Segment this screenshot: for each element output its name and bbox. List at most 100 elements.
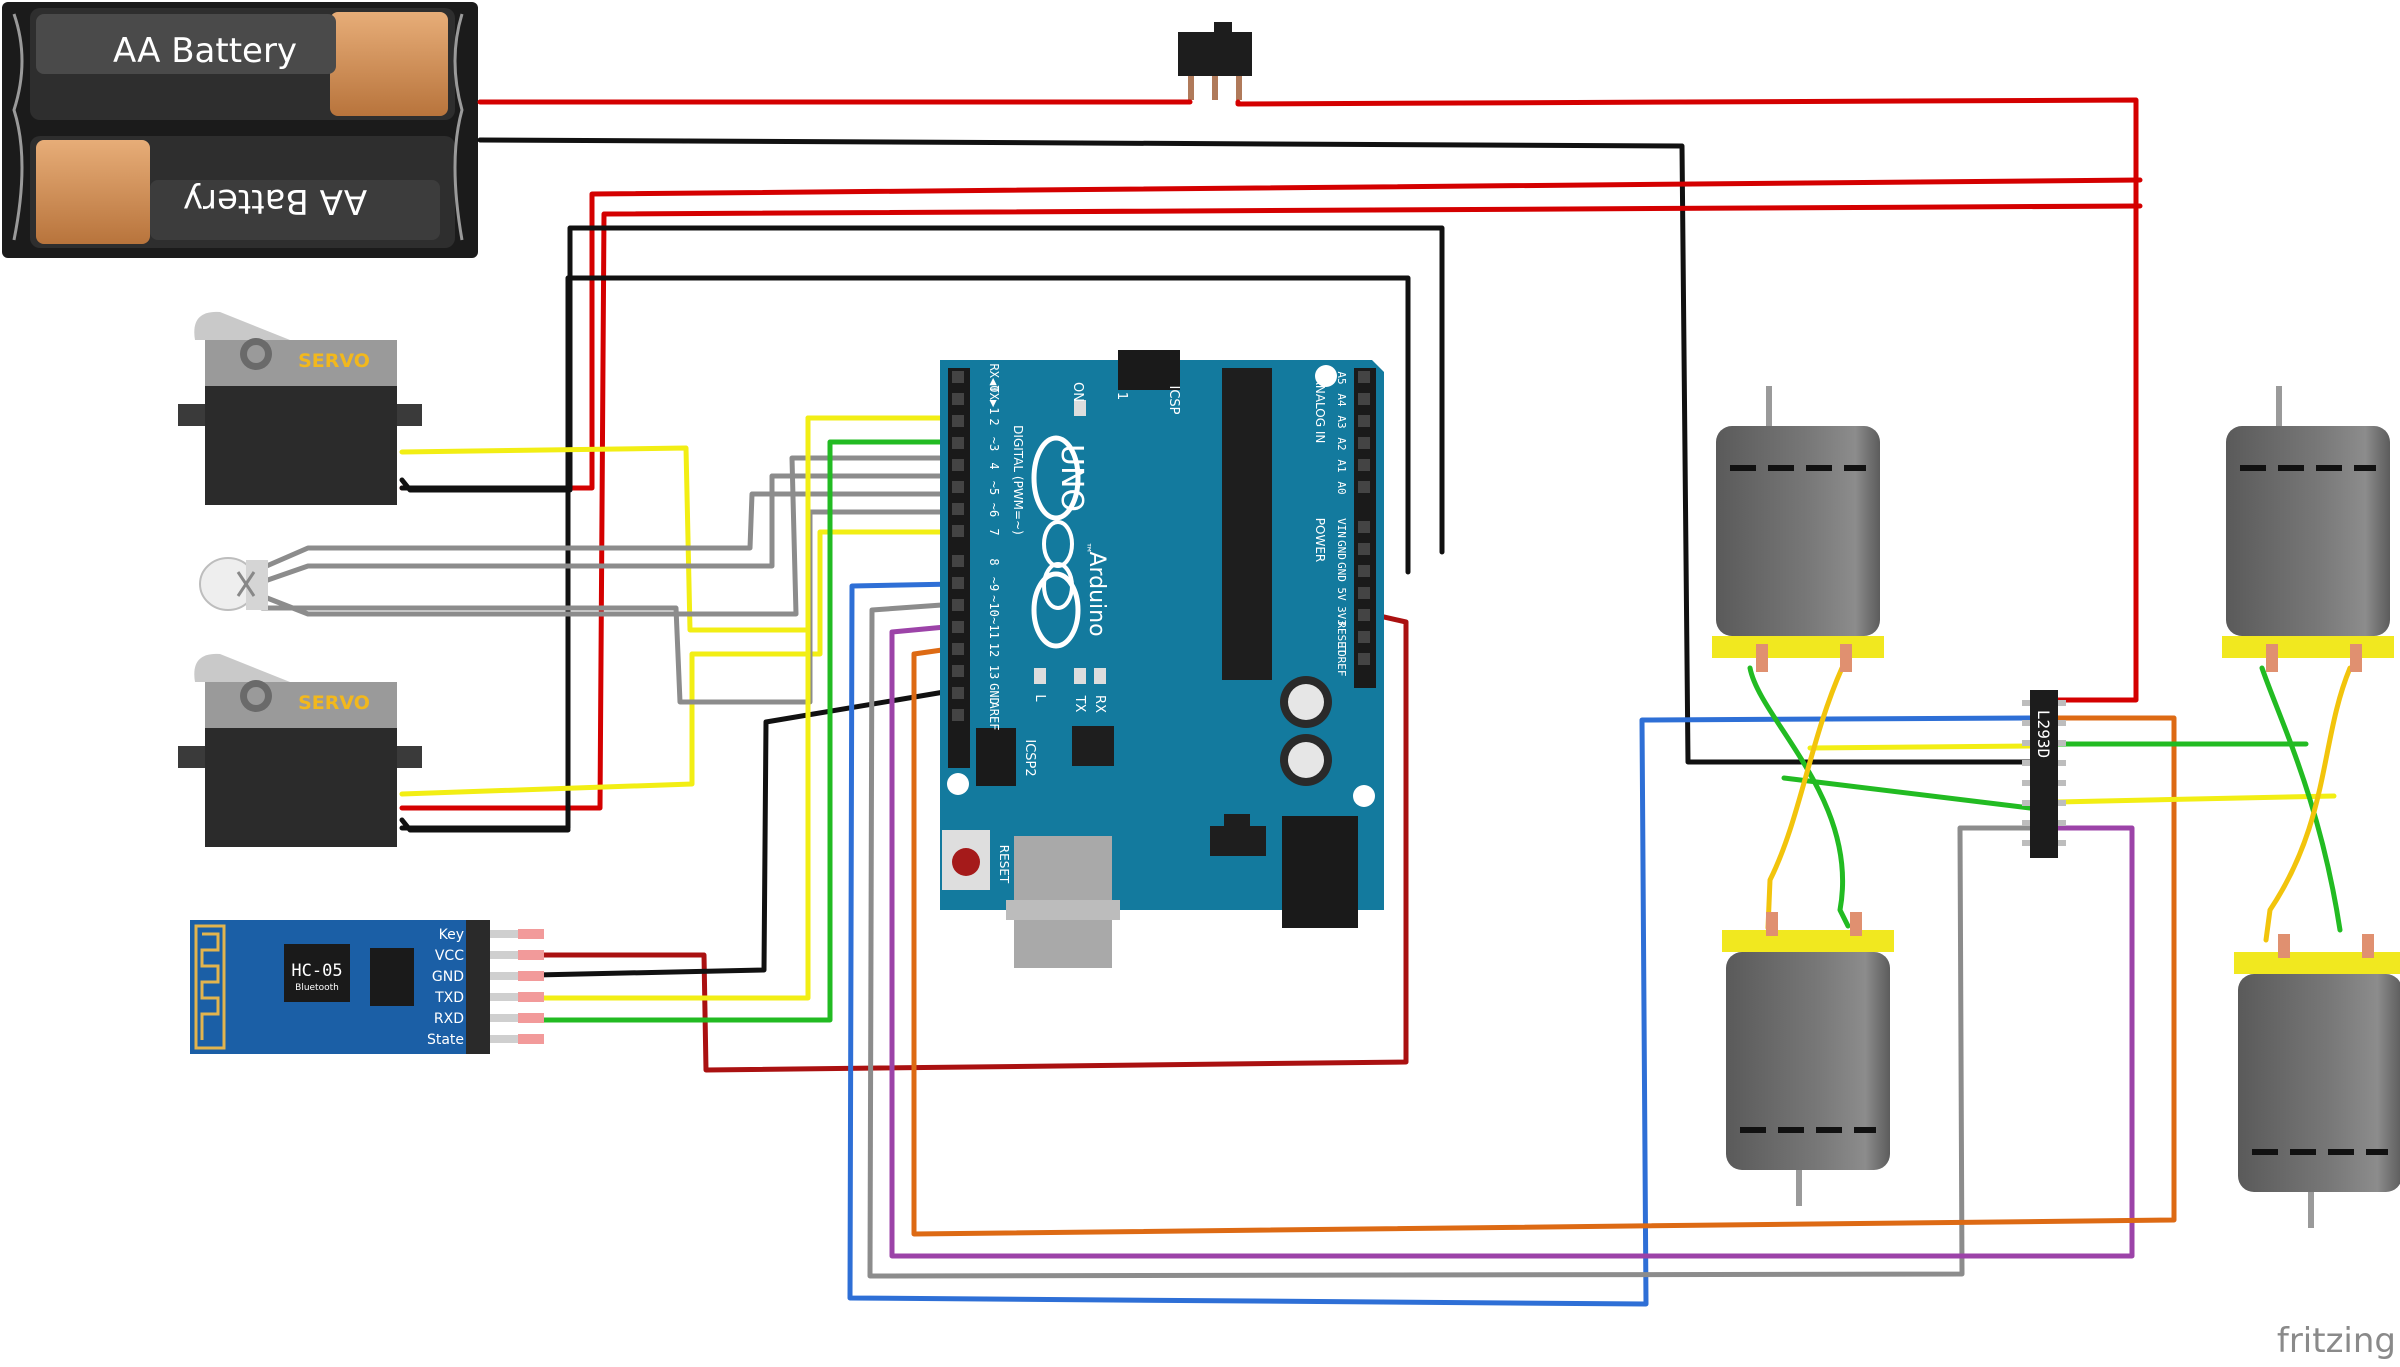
wire-darkred-bt-vcc	[533, 609, 1409, 1073]
power-pin-label: GND	[1335, 562, 1348, 582]
power-pin-label: GND	[1335, 540, 1348, 560]
motor-cap	[2234, 952, 2400, 974]
wires	[259, 97, 2353, 1307]
wire-red-rail-2	[399, 203, 2143, 811]
power-pin-label: 5V	[1335, 587, 1348, 601]
arduino-brand-label: Arduino	[1084, 551, 1109, 636]
digital-pin-hole	[952, 709, 964, 721]
slide-switch	[1178, 22, 1252, 100]
bt-pin-header	[490, 1035, 536, 1043]
driver-leg	[2058, 840, 2066, 846]
wire-yellow-motor-left-1	[1765, 665, 1845, 931]
motor-bottom-right	[2234, 934, 2400, 1228]
digital-pin-label: ~3	[987, 437, 1001, 451]
digital-pin-label: ~9	[987, 577, 1001, 591]
bt-pin-label: TXD	[434, 990, 464, 1006]
digital-pin-hole	[952, 503, 964, 515]
digital-pin-label: 2	[987, 418, 1001, 425]
wire-gray-led-1	[259, 491, 959, 571]
digital-pin-label: TX▶1	[987, 386, 1001, 415]
wire-yellow-driver-right	[2055, 793, 2337, 805]
power-pin-label: RESET	[1335, 621, 1348, 654]
wire-purple-pin11	[889, 623, 2135, 1259]
power-pin-hole	[1358, 543, 1370, 555]
hc05-subtitle-label: Bluetooth	[295, 983, 339, 993]
arduino-on-label: ON	[1070, 382, 1085, 402]
arduino-reset-label: RESET	[997, 845, 1011, 884]
digital-pin-label: ~6	[987, 503, 1001, 517]
motor-terminal	[2362, 934, 2374, 958]
driver-leg	[2058, 800, 2066, 806]
wire-yellow-servo2-signal	[399, 529, 959, 797]
analog-pin-hole	[1358, 371, 1370, 383]
driver-leg	[2058, 820, 2066, 826]
motor-shaft	[1796, 1170, 1802, 1206]
bt-pin-tip	[518, 1034, 544, 1044]
driver-leg	[2022, 820, 2030, 826]
motor-terminal	[1766, 912, 1778, 936]
bt-pin-tip	[518, 929, 544, 939]
motor-cap	[2222, 636, 2394, 658]
motor-terminal	[2350, 644, 2362, 672]
analog-pin-hole	[1358, 437, 1370, 449]
motor-cap	[1712, 636, 1884, 658]
digital-pin-hole	[952, 371, 964, 383]
bt-pin-header	[490, 993, 536, 1001]
digital-pin-hole	[952, 459, 964, 471]
wire-yellow-servo1-signal	[399, 415, 959, 633]
wire-yellow-motor-right-1	[2263, 665, 2353, 943]
power-pin-hole	[1358, 521, 1370, 533]
motor-body	[1726, 952, 1890, 1170]
l293d-driver: L293D	[2022, 690, 2066, 858]
motor-shaft	[2276, 386, 2282, 430]
wire-green-driver-cross	[1781, 775, 2033, 811]
motor-body	[2226, 426, 2390, 636]
arduino-tm-label: ™	[1079, 542, 1093, 554]
motor-terminal	[1840, 644, 1852, 672]
wire-yellow-driver-motor	[1807, 743, 2033, 751]
digital-pin-hole	[952, 555, 964, 567]
arduino-l-label: L	[1032, 694, 1047, 702]
digital-pin-label: ~5	[987, 481, 1001, 495]
bt-pin-tip	[518, 950, 544, 960]
arduino-uno-board: UNO Arduino ™ ON ICSP 1 ICSP2 L TX RX RE…	[940, 350, 1384, 968]
analog-pin-label: A3	[1335, 415, 1348, 428]
driver-leg	[2022, 760, 2030, 766]
hc05-model-label: HC-05	[291, 961, 342, 981]
motor-terminal	[2278, 934, 2290, 958]
digital-pin-hole	[952, 437, 964, 449]
battery-pack: AA Battery AA Battery	[2, 2, 478, 258]
motor-shaft	[1766, 386, 1772, 430]
digital-pin-label: 8	[987, 558, 1001, 565]
wire-black-servo2-gnd	[399, 817, 571, 833]
arduino-analog-label: ANALOG IN	[1313, 377, 1327, 444]
bt-pin-label: VCC	[435, 948, 464, 964]
wire-gray-pin10	[867, 601, 2033, 1279]
digital-pin-hole	[952, 577, 964, 589]
bt-pin-header	[490, 930, 536, 938]
wire-black-battery-gnd	[477, 137, 2033, 765]
wire-green-motor-left-1	[1747, 665, 1851, 929]
motor-top-right	[2222, 386, 2394, 672]
analog-pin-hole	[1358, 393, 1370, 405]
driver-leg	[2022, 780, 2030, 786]
servo-bottom: SERVO	[178, 653, 422, 847]
digital-pin-hole	[952, 599, 964, 611]
digital-pin-label: ~11	[987, 617, 1001, 639]
motor-body	[2238, 974, 2400, 1192]
power-pin-hole	[1358, 653, 1370, 665]
servo-bottom-label: SERVO	[298, 692, 370, 714]
driver-leg	[2058, 720, 2066, 726]
digital-pin-label: 13	[987, 665, 1001, 679]
digital-pin-label: 7	[987, 528, 1001, 535]
motor-bottom-left	[1722, 912, 1894, 1206]
arduino-power-label: POWER	[1313, 518, 1327, 562]
wire-black-bt-gnd	[533, 687, 959, 978]
arduino-rx-label: RX	[1092, 695, 1107, 713]
bt-pin-label: RXD	[434, 1011, 464, 1027]
power-pin-hole	[1358, 565, 1370, 577]
